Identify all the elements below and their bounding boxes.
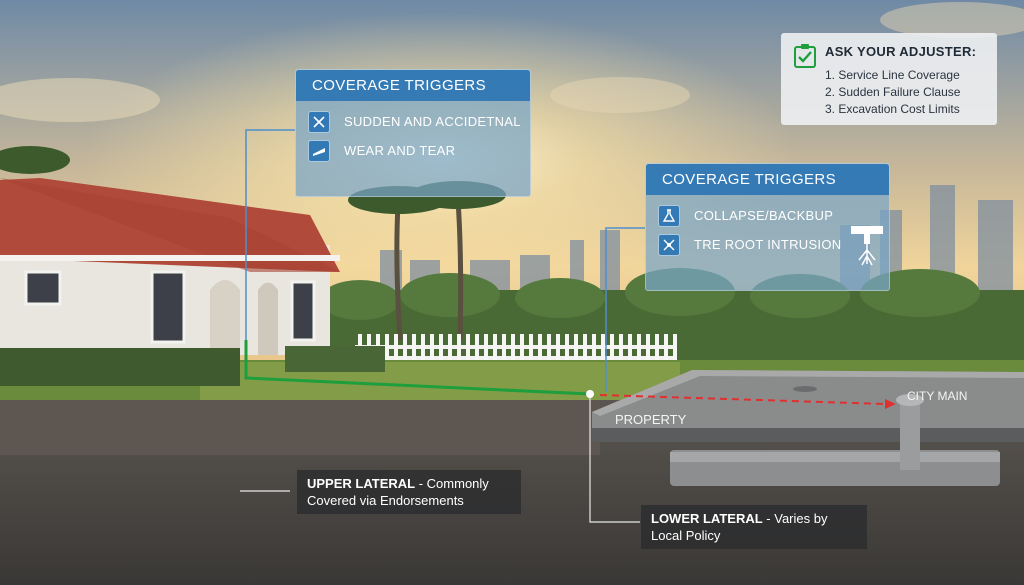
pipe-roots-icon — [851, 225, 884, 265]
fence-picket — [646, 334, 650, 366]
cloud — [550, 77, 690, 113]
cloud — [0, 78, 160, 122]
fence-picket — [394, 334, 398, 366]
worn-pipe-icon — [308, 139, 330, 162]
fence-picket — [538, 334, 542, 366]
fence-picket — [592, 334, 596, 366]
lower-lateral-title: LOWER LATERAL — [651, 511, 763, 526]
trigger-row: SUDDEN AND ACCIDETNAL — [296, 107, 530, 136]
fence-picket — [664, 334, 668, 366]
city-main-label: CITY MAIN — [907, 389, 968, 403]
trigger-label: COLLAPSE/BACKBUP — [694, 208, 834, 223]
coverage-triggers-panel-right: COVERAGE TRIGGERS COLLAPSE/BACKBUP TRE R… — [645, 163, 890, 291]
callout-leaders — [240, 398, 640, 523]
upper-lateral-title: UPPER LATERAL — [307, 476, 416, 491]
fence-picket — [421, 334, 425, 366]
fence-picket — [439, 334, 443, 366]
upper-lateral-line — [244, 340, 591, 396]
trigger-row: COLLAPSE/BACKBUP — [646, 201, 889, 230]
adjuster-item: 1. Service Line Coverage — [825, 68, 960, 82]
fence-picket — [475, 334, 479, 366]
tools-icon — [658, 233, 680, 256]
lower-lateral-arrow — [885, 399, 896, 409]
ask-your-adjuster-box: ASK YOUR ADJUSTER: 1. Service Line Cover… — [781, 33, 997, 125]
fence-picket — [610, 334, 614, 366]
panel-title: COVERAGE TRIGGERS — [646, 164, 889, 195]
fence — [355, 345, 677, 360]
soil-band — [0, 400, 600, 455]
flask-icon — [658, 204, 680, 227]
house — [0, 178, 340, 355]
fence-picket — [457, 334, 461, 366]
upper-lateral-callout: UPPER LATERAL - Commonly Covered via End… — [297, 470, 521, 514]
lower-lateral-text: - Varies by Local Policy — [651, 511, 828, 543]
panel-title: COVERAGE TRIGGERS — [296, 70, 530, 101]
lower-lateral-callout: LOWER LATERAL - Varies by Local Policy — [641, 505, 867, 549]
wrench-screwdriver-icon — [308, 110, 330, 133]
fence-picket — [448, 334, 452, 366]
fence-picket — [430, 334, 434, 366]
fence-picket — [412, 334, 416, 366]
adjuster-item: 3. Excavation Cost Limits — [825, 102, 960, 116]
fence-picket — [547, 334, 551, 366]
trigger-row: WEAR AND TEAR — [296, 136, 530, 165]
adjuster-item: 2. Sudden Failure Clause — [825, 85, 961, 99]
fence-picket — [628, 334, 632, 366]
palm-trees — [394, 199, 464, 341]
fence-picket — [637, 334, 641, 366]
fence-picket — [511, 334, 515, 366]
fence-picket — [619, 334, 623, 366]
trigger-label: TRE ROOT INTRUSION — [694, 237, 842, 252]
fence-picket — [385, 334, 389, 366]
coverage-triggers-panel-left: COVERAGE TRIGGERS SUDDEN AND ACCIDETNAL … — [295, 69, 531, 197]
fence-pickets — [358, 334, 677, 366]
panel-connectors — [245, 129, 645, 392]
fence-picket — [502, 334, 506, 366]
trigger-label: WEAR AND TEAR — [344, 143, 456, 158]
fence-picket — [655, 334, 659, 366]
fence-picket — [484, 334, 488, 366]
fence-picket — [529, 334, 533, 366]
fence-picket — [565, 334, 569, 366]
fence-picket — [583, 334, 587, 366]
bushes — [0, 348, 240, 386]
fence-picket — [601, 334, 605, 366]
fence-picket — [466, 334, 470, 366]
street — [592, 370, 1024, 486]
upper-lateral-text: - Commonly Covered via Endorsements — [307, 476, 489, 508]
fence-picket — [403, 334, 407, 366]
property-marker — [586, 390, 594, 398]
property-label: PROPERTY — [615, 412, 687, 427]
trigger-row: TRE ROOT INTRUSION — [646, 225, 889, 265]
fence-picket — [556, 334, 560, 366]
trigger-label: SUDDEN AND ACCIDETNAL — [344, 114, 521, 129]
adjuster-title: ASK YOUR ADJUSTER: — [825, 44, 977, 59]
fence-picket — [673, 334, 677, 366]
checklist-icon — [794, 44, 816, 68]
cloud — [880, 2, 1024, 38]
fence-picket — [574, 334, 578, 366]
fence-picket — [493, 334, 497, 366]
bushes — [285, 346, 385, 372]
fence-picket — [520, 334, 524, 366]
